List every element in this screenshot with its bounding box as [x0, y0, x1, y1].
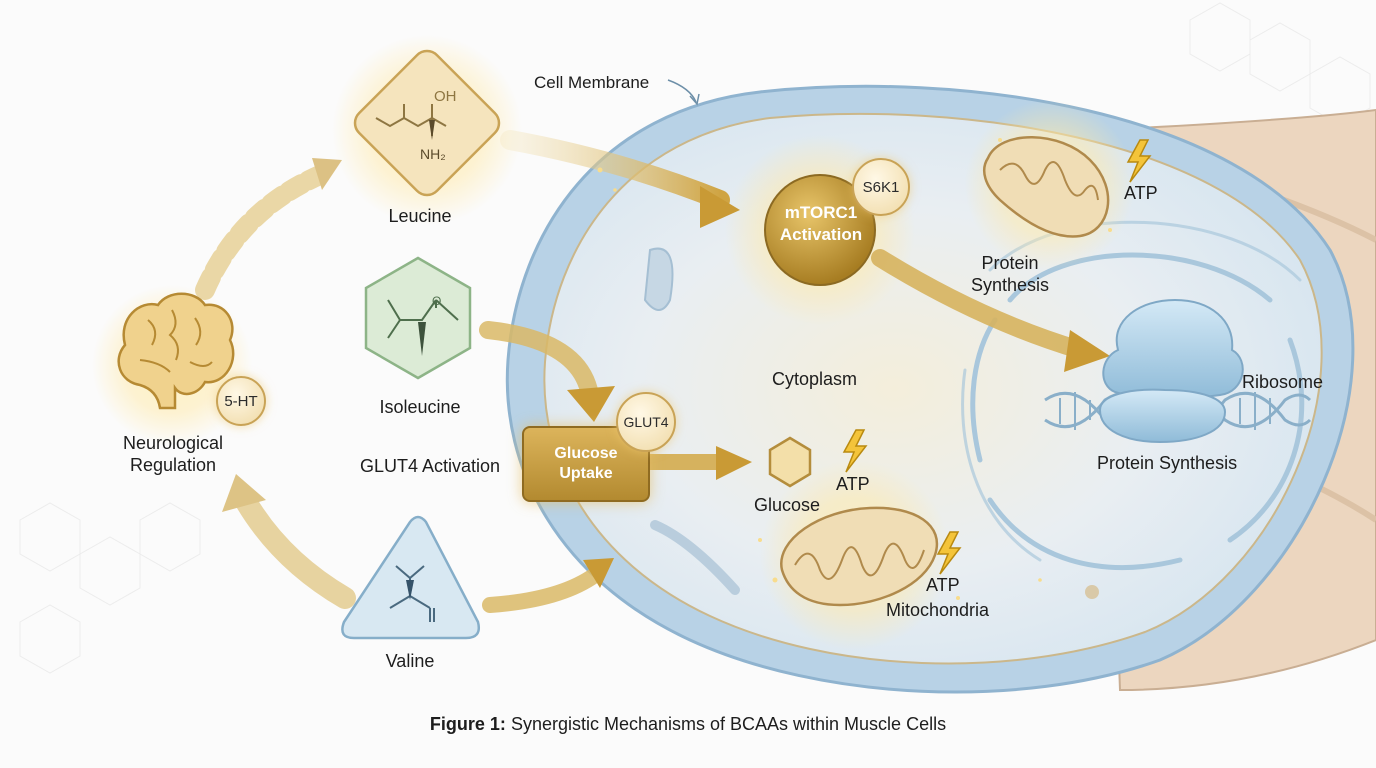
leucine-label: Leucine — [388, 206, 452, 226]
glucose-uptake-line1: Glucose — [554, 445, 618, 462]
glut4-badge: GLUT4 — [616, 392, 676, 452]
vesicle-left-bottom — [650, 520, 740, 595]
cytoplasm-label: Cytoplasm — [772, 369, 858, 389]
membrane-pointer — [667, 79, 697, 103]
lightning-icon-bottom — [936, 531, 962, 575]
neurological-regulation-label: Neurological Regulation — [98, 432, 248, 476]
lightning-icon-middle — [842, 429, 868, 473]
mitochondria-label: Mitochondria — [886, 600, 990, 620]
hex-background — [19, 2, 1371, 674]
glucose-hexagon-icon — [768, 436, 812, 488]
leucine-oh-label: OH — [434, 88, 457, 105]
cell-membrane-label: Cell Membrane — [534, 73, 650, 92]
sparkles — [597, 138, 1112, 600]
glucose-uptake-line2: Uptake — [559, 465, 613, 482]
serotonin-badge: 5-HT — [216, 376, 266, 426]
protein-synthesis-lower-label: Protein Synthesis — [1097, 453, 1238, 473]
glucose-label: Glucose — [754, 495, 821, 515]
leucine-molecule-icon — [353, 49, 501, 197]
leucine-nh2-label: NH₂ — [420, 146, 446, 162]
arrow-neuro-leucine — [195, 158, 342, 300]
mitochondria-bottom-icon — [780, 506, 939, 607]
protein-synthesis-upper-line1: Protein — [981, 253, 1039, 273]
arrow-valine-neuro — [222, 474, 356, 609]
atp-bottom-label: ATP — [926, 575, 960, 595]
vesicle-left-top — [643, 247, 674, 311]
ribosome-label: Ribosome — [1242, 372, 1324, 392]
figure-caption: Figure 1: Synergistic Mechanisms of BCAA… — [0, 714, 1376, 735]
isoleucine-o-label: O — [432, 294, 442, 308]
mtorc1-line1: mTORC1 — [784, 203, 858, 222]
arrow-leucine-mtorc1 — [500, 130, 740, 228]
protein-synthesis-upper-line2: Synthesis — [970, 275, 1050, 295]
isoleucine-molecule-icon — [364, 256, 472, 380]
arrow-uptake-glucose — [642, 446, 752, 480]
caption-text: Synergistic Mechanisms of BCAAs within M… — [505, 714, 947, 734]
atp-top-label: ATP — [1124, 183, 1158, 203]
brain-icon — [117, 292, 235, 410]
mitochondria-top-icon — [983, 136, 1110, 238]
neurological-line1: Neurological — [122, 433, 224, 453]
arrow-isoleucine-glucose — [479, 321, 615, 422]
glucose-uptake-box: Glucose Uptake — [522, 426, 650, 502]
neurological-line2: Regulation — [129, 455, 217, 475]
s6k1-badge: S6K1 — [852, 158, 910, 216]
valine-label: Valine — [385, 651, 435, 671]
nucleus-envelope — [961, 220, 1305, 570]
arrow-mtorc1-ribosome — [871, 249, 1110, 372]
valine-molecule-icon — [341, 515, 480, 640]
mtorc1-line2: Activation — [779, 225, 863, 244]
caption-bold: Figure 1: — [429, 714, 506, 734]
lightning-icon-top — [1126, 139, 1152, 183]
mtorc1-label: mTORC1 Activation — [766, 202, 876, 246]
arrow-valine-cell — [482, 558, 614, 613]
glut4-activation-label: GLUT4 Activation — [360, 456, 501, 476]
isoleucine-label: Isoleucine — [379, 397, 461, 417]
ribosome-icon — [1098, 298, 1244, 444]
atp-middle-label: ATP — [836, 474, 870, 494]
protein-synthesis-upper-label: Protein Synthesis — [950, 252, 1070, 296]
mtorc1-circle — [764, 174, 876, 286]
granule — [1085, 585, 1099, 599]
